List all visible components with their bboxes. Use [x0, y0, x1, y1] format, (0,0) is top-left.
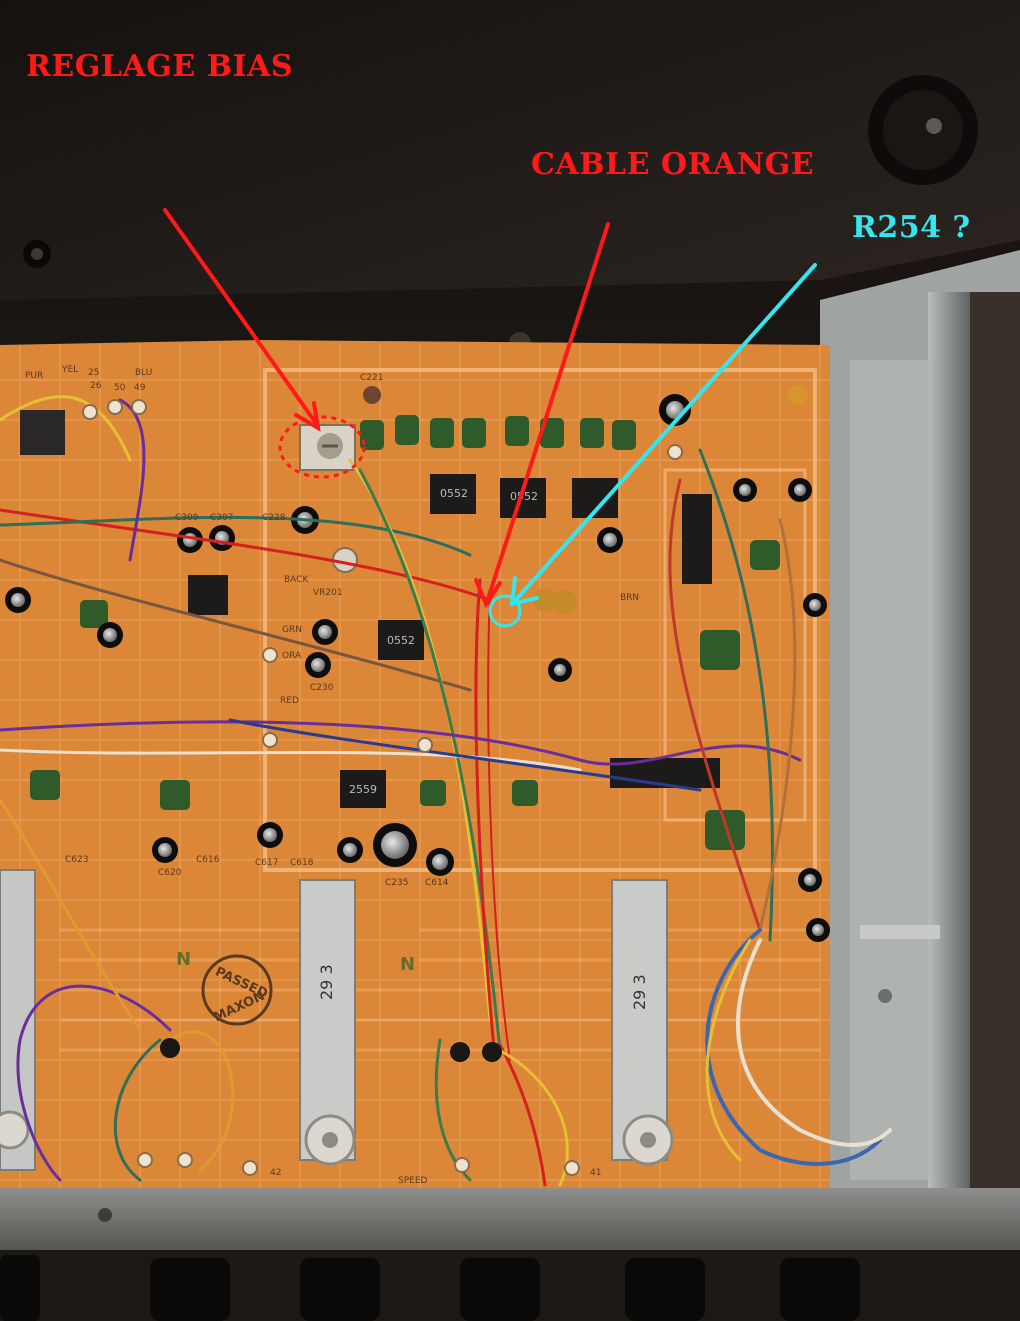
ic-label: 2559 — [349, 783, 377, 796]
silk-label: C228 — [262, 513, 286, 523]
silk-label: C235 — [385, 878, 408, 888]
silk-label: GRN — [282, 625, 302, 635]
film-capacitors — [30, 415, 780, 850]
silk-label: ORA — [282, 651, 302, 661]
bias-trimmer-pot — [299, 386, 381, 573]
silk-label: C309 — [175, 513, 199, 523]
bias-arrow — [163, 208, 321, 432]
silk-label: 49 — [134, 383, 146, 393]
bias-highlight-circle — [278, 415, 366, 479]
silk-label: C620 — [158, 868, 182, 878]
silk-label: YEL — [61, 365, 78, 375]
silk-label: BRN — [620, 593, 639, 603]
silk-label: PUR — [25, 371, 43, 381]
silk-label: C623 — [65, 855, 88, 865]
silk-label: C614 — [425, 878, 449, 888]
silk-label: N — [176, 949, 191, 970]
silk-label: C617 — [255, 858, 278, 868]
silk-label: 50 — [114, 383, 126, 393]
silk-label: 25 — [88, 368, 99, 378]
r254-label: R254 ? — [852, 210, 971, 245]
silk-label: 26 — [90, 381, 102, 391]
ic-label: 0552 — [440, 487, 468, 500]
electrolytic-capacitors — [5, 385, 830, 942]
slide-pot-right — [611, 879, 668, 1161]
silk-label: 42 — [270, 1168, 281, 1178]
lid-panel — [0, 0, 1020, 300]
pot-label-left: 29 3 — [317, 964, 336, 1000]
control-knobs — [0, 1255, 860, 1321]
silk-label: C618 — [290, 858, 314, 868]
silk-label: BLU — [135, 368, 152, 378]
orange-cable-label: CABLE ORANGE — [531, 147, 815, 182]
r254-arrow — [509, 263, 817, 607]
silk-label: N — [400, 954, 415, 975]
silk-label: VR201 — [313, 588, 343, 598]
silk-label: C616 — [196, 855, 220, 865]
silk-label: C230 — [310, 683, 334, 693]
cable-arrow — [474, 222, 610, 609]
bias-adjust-label: REGLAGE BIAS — [26, 49, 294, 84]
chassis-front-rail — [0, 1188, 1020, 1250]
silk-label: RED — [280, 696, 299, 706]
r254-highlight-circle — [488, 594, 522, 628]
pot-label-right: 29 3 — [630, 974, 649, 1010]
silk-label: BACK — [284, 575, 309, 585]
pcb-pads — [82, 399, 683, 1176]
ic-label: 0552 — [510, 490, 538, 503]
silk-label: 41 — [590, 1168, 601, 1178]
silk-label: C221 — [360, 373, 383, 383]
silk-label: C307 — [210, 513, 233, 523]
ic-label: 0552 — [387, 634, 415, 647]
chassis-wall — [928, 292, 970, 1192]
silk-label: SPEED — [398, 1176, 428, 1186]
